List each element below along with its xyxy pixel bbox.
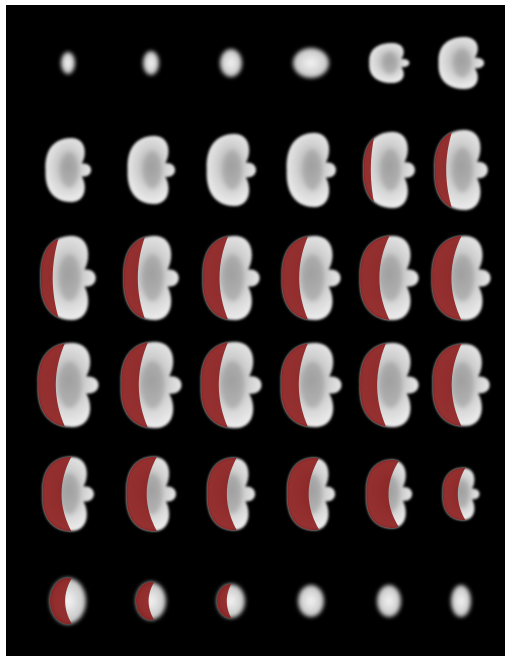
tissue-outline	[377, 585, 401, 617]
brain-slice	[206, 133, 256, 207]
inner-structure	[143, 151, 162, 189]
brain-slice	[434, 129, 488, 211]
segmentation-overlay	[363, 131, 378, 209]
inner-structure	[142, 473, 162, 515]
brain-slice	[123, 235, 179, 321]
brain-slice	[45, 137, 92, 203]
segmentation-overlay	[40, 235, 63, 321]
brain-slice	[281, 342, 342, 428]
inner-structure	[301, 361, 325, 409]
inner-structure	[453, 48, 471, 78]
brain-slice	[442, 467, 480, 521]
tissue-outline	[451, 585, 471, 617]
brain-slice	[360, 235, 419, 321]
brain-slice	[143, 51, 159, 75]
segmentation-overlay	[366, 459, 405, 529]
slice-montage	[6, 5, 505, 656]
brain-slice	[136, 582, 166, 620]
inner-structure	[302, 149, 322, 191]
brain-slice	[369, 42, 410, 84]
brain-slice	[287, 457, 336, 531]
brain-slice	[451, 585, 471, 617]
inner-structure	[451, 362, 474, 408]
inner-structure	[380, 149, 401, 191]
brain-slice	[366, 459, 413, 529]
brain-slice	[433, 343, 490, 427]
brain-slice	[207, 457, 256, 531]
brain-slice	[61, 52, 75, 74]
tissue-outline	[61, 52, 75, 74]
segmentation-overlay	[123, 235, 149, 321]
brain-slice	[377, 585, 401, 617]
inner-structure	[455, 479, 469, 509]
brain-slice	[127, 135, 176, 205]
inner-structure	[59, 473, 80, 515]
brain-slice	[220, 49, 242, 77]
inner-structure	[60, 152, 78, 188]
brain-slice	[286, 132, 336, 208]
brain-slice	[38, 342, 99, 428]
brain-slice	[217, 584, 245, 618]
brain-slice	[282, 235, 341, 321]
slice-grid	[38, 36, 491, 624]
brain-slice	[293, 48, 329, 78]
inner-structure	[379, 361, 402, 409]
inner-structure	[58, 361, 82, 409]
brain-slice	[363, 131, 415, 209]
tissue-outline	[298, 585, 324, 617]
brain-slice	[126, 456, 176, 532]
inner-structure	[223, 474, 242, 514]
brain-slice	[50, 578, 86, 624]
inner-structure	[142, 254, 163, 302]
tissue-outline	[143, 51, 159, 75]
brain-slice	[432, 235, 491, 321]
brain-slice	[201, 341, 262, 429]
inner-structure	[221, 254, 244, 302]
brain-slice	[298, 585, 324, 617]
brain-slice	[438, 36, 485, 90]
segmentation-overlay	[434, 129, 456, 211]
inner-structure	[222, 150, 242, 190]
inner-structure	[452, 148, 473, 192]
inner-structure	[451, 254, 474, 302]
brain-slice	[360, 342, 419, 428]
tissue-outline	[293, 48, 329, 78]
inner-structure	[379, 254, 402, 302]
inner-structure	[141, 361, 165, 409]
brain-slice	[121, 341, 182, 429]
brain-slice	[203, 235, 260, 321]
brain-slice	[42, 456, 94, 532]
inner-structure	[382, 52, 398, 74]
inner-structure	[221, 361, 245, 409]
inner-structure	[301, 254, 324, 302]
inner-structure	[59, 254, 80, 302]
brain-slice	[40, 235, 96, 321]
tissue-outline	[220, 49, 242, 77]
